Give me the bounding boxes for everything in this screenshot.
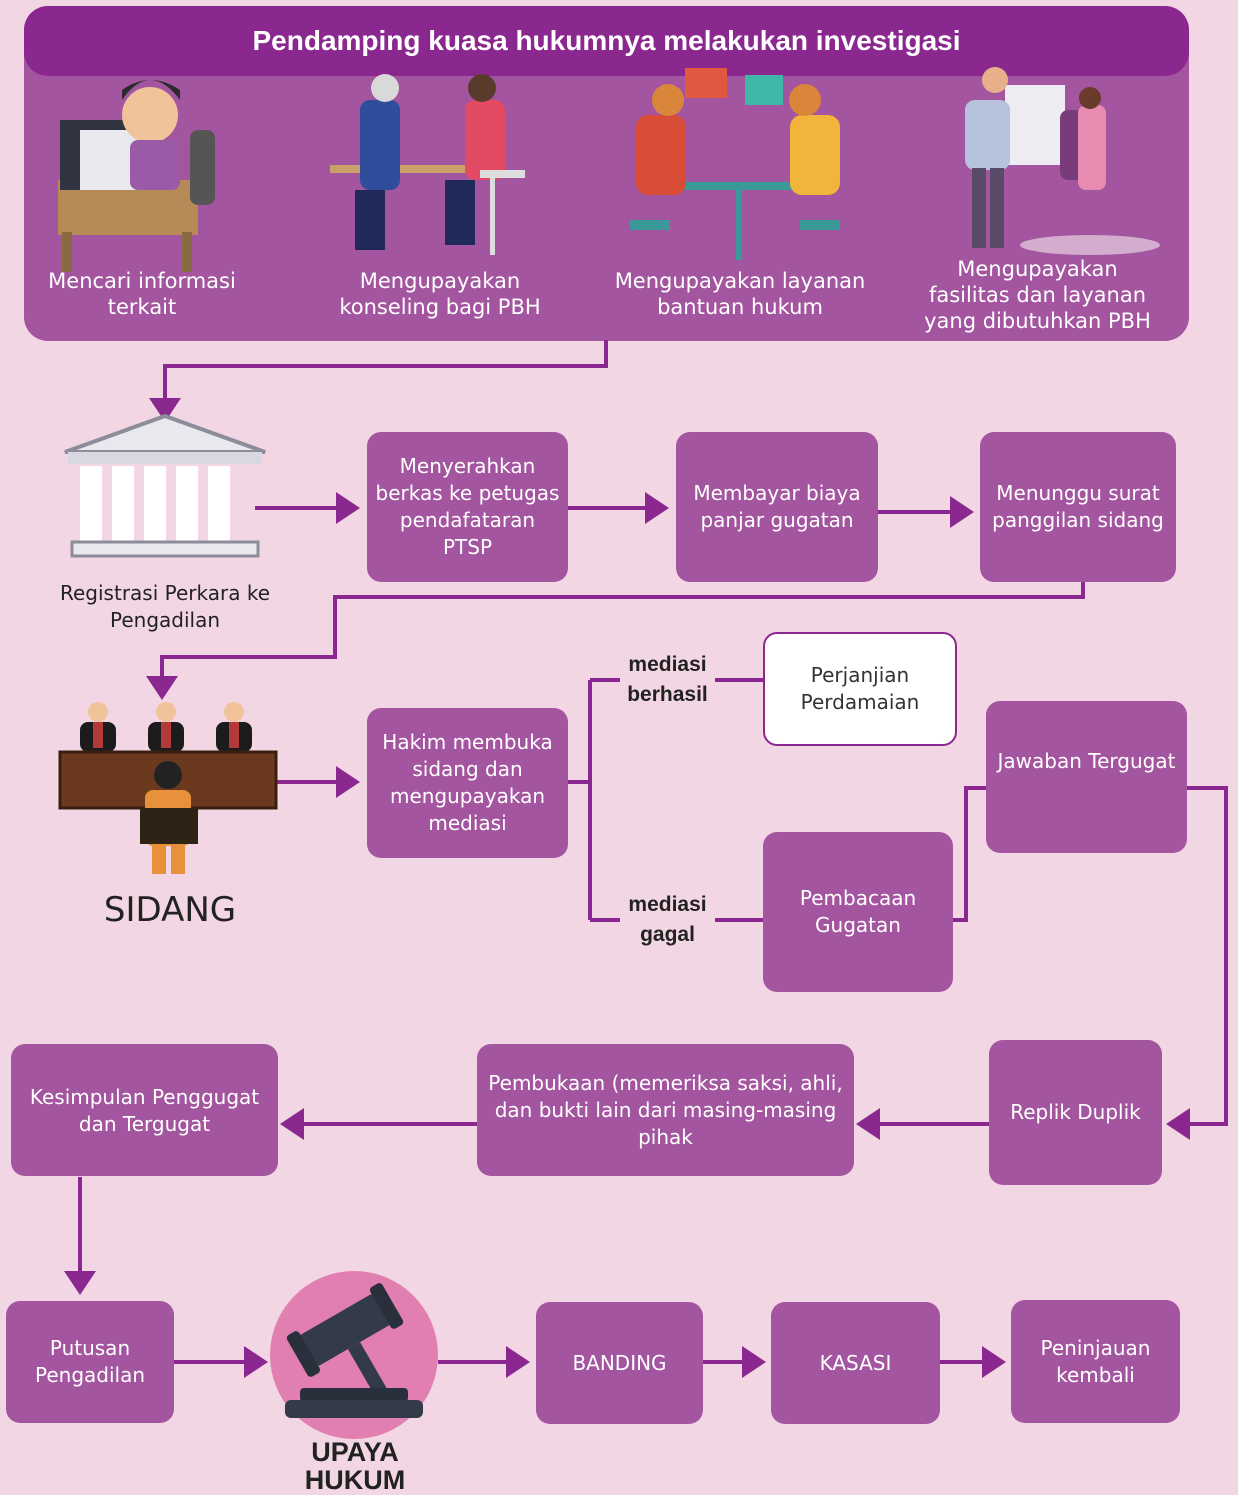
presentation-illustration	[965, 67, 1160, 255]
step-banding: BANDING	[536, 1302, 703, 1424]
panel-title: Pendamping kuasa hukumnya melakukan inve…	[24, 6, 1189, 76]
step-verdict: Putusan Pengadilan	[6, 1301, 174, 1423]
step-judicial-review: Peninjauan kembali	[1011, 1300, 1180, 1423]
investigation-caption-3: Mengupayakan layanan bantuan hukum	[614, 269, 866, 319]
step-wait-summons: Menunggu surat panggilan sidang	[980, 432, 1176, 582]
step-read-claim: Pembacaan Gugatan	[763, 832, 953, 992]
step-kasasi: KASASI	[771, 1302, 940, 1424]
step-evidence-examination: Pembukaan (memeriksa saksi, ahli, dan bu…	[477, 1044, 854, 1176]
step-replik-duplik: Replik Duplik	[989, 1040, 1162, 1185]
step-defendant-answer: Jawaban Tergugat	[986, 701, 1187, 853]
computer-user-illustration	[58, 80, 215, 272]
peace-agreement: Perjanjian Perdamaian	[763, 632, 957, 746]
step-pay-fee: Membayar biaya panjar gugatan	[676, 432, 878, 582]
investigation-caption-1: Mencari informasi terkait	[48, 269, 236, 319]
legal-remedy-label: UPAYA HUKUM	[304, 1437, 406, 1495]
step-open-trial: Hakim membuka sidang dan mengupayakan me…	[367, 708, 568, 858]
mediation-success-label: mediasi berhasil	[627, 653, 708, 706]
investigation-caption-2: Mengupayakan konseling bagi PBH	[339, 269, 541, 319]
counseling-illustration	[330, 74, 525, 255]
step-conclusion: Kesimpulan Penggugat dan Tergugat	[11, 1044, 278, 1176]
investigation-caption-4: Mengupayakan fasilitas dan layanan yang …	[924, 257, 1151, 333]
mediation-fail-label: mediasi gagal	[628, 893, 707, 946]
registration-label: Registrasi Perkara ke Pengadilan	[60, 581, 270, 632]
discussion-illustration	[630, 68, 840, 260]
step-submit-files: Menyerahkan berkas ke petugas pendafatar…	[367, 432, 568, 582]
trial-label: SIDANG	[103, 890, 237, 930]
